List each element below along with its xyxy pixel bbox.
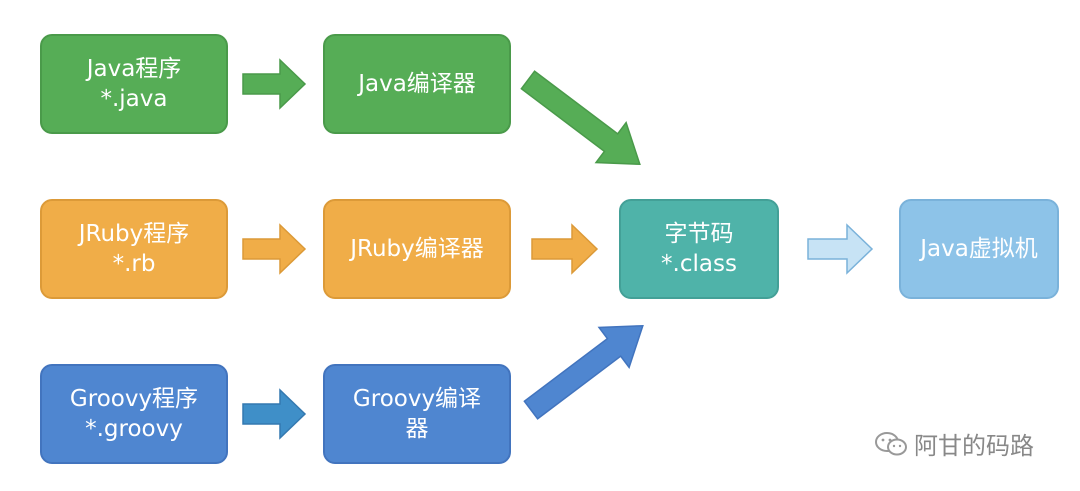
watermark-text: 阿甘的码路 xyxy=(914,432,1034,460)
wechat-icon xyxy=(875,431,907,455)
java-program-label: Java程序 xyxy=(86,56,182,82)
jvm-label: Java虚拟机 xyxy=(920,236,1038,262)
java-compiler-box: Java编译器 xyxy=(323,34,511,134)
java-program-box: Java程序 *.java xyxy=(40,34,228,134)
arrow-groovy-compiler-to-bytecode xyxy=(523,324,644,420)
groovy-compiler-label-line2: 器 xyxy=(405,416,429,442)
arrow-jruby-to-compiler xyxy=(242,223,307,275)
groovy-program-box: Groovy程序 *.groovy xyxy=(40,364,228,464)
java-compiler-label: Java编译器 xyxy=(358,71,476,97)
groovy-compiler-label-line1: Groovy编译 xyxy=(352,386,482,412)
java-program-ext: *.java xyxy=(100,86,168,112)
bytecode-ext: *.class xyxy=(661,251,737,277)
arrow-bytecode-to-jvm xyxy=(807,223,874,275)
arrow-java-to-compiler xyxy=(242,58,307,110)
jruby-compiler-label: JRuby编译器 xyxy=(350,236,484,262)
jruby-program-label: JRuby程序 xyxy=(78,221,190,247)
groovy-compiler-box: Groovy编译 器 xyxy=(323,364,511,464)
jruby-compiler-box: JRuby编译器 xyxy=(323,199,511,299)
groovy-program-label: Groovy程序 xyxy=(69,386,199,412)
watermark: 阿甘的码路 xyxy=(874,426,1034,461)
groovy-program-ext: *.groovy xyxy=(85,416,183,442)
jruby-program-box: JRuby程序 *.rb xyxy=(40,199,228,299)
jvm-box: Java虚拟机 xyxy=(899,199,1059,299)
arrow-jruby-compiler-to-bytecode xyxy=(531,223,599,275)
arrow-groovy-to-compiler xyxy=(242,388,307,440)
arrow-java-compiler-to-bytecode xyxy=(520,70,641,166)
bytecode-label: 字节码 xyxy=(664,221,734,247)
jruby-program-ext: *.rb xyxy=(112,251,156,277)
bytecode-box: 字节码 *.class xyxy=(619,199,779,299)
